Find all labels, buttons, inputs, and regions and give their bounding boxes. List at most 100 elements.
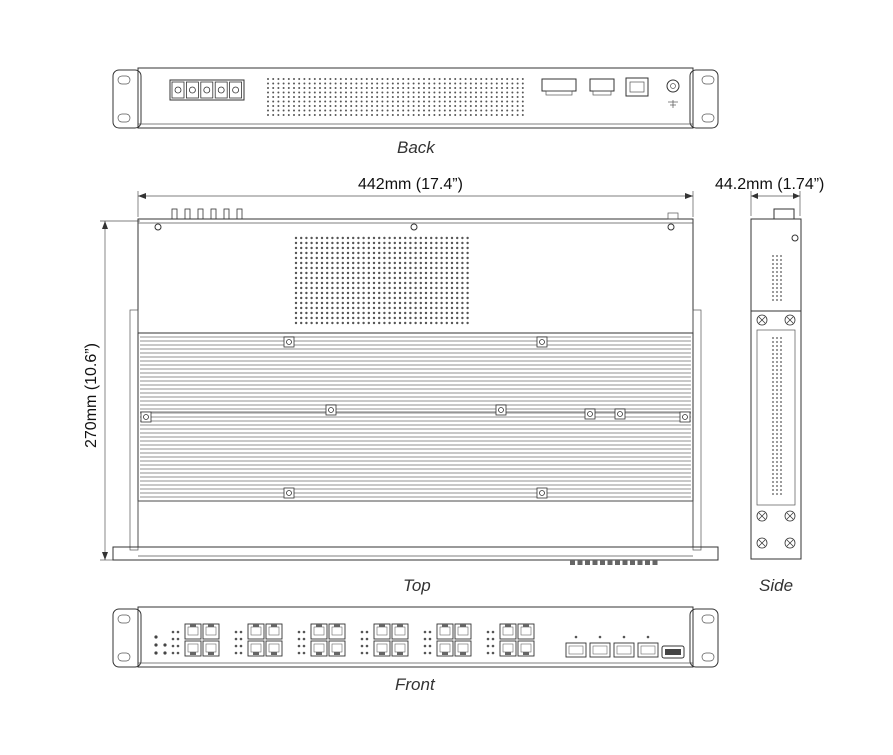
vent-hole: [445, 246, 448, 250]
vent-hole: [294, 291, 298, 295]
vent-hole: [388, 271, 391, 275]
vent-hole: [430, 256, 433, 260]
vent-hole: [352, 241, 355, 245]
vent-hole: [516, 109, 519, 112]
vent-hole: [362, 281, 365, 285]
vent-hole: [341, 301, 344, 305]
vent-hole: [445, 271, 448, 275]
vent-hole: [423, 100, 425, 103]
vent-hole: [480, 78, 483, 80]
vent-hole: [326, 246, 329, 250]
vent-hole: [365, 105, 368, 107]
vent-hole: [315, 296, 318, 300]
vent-hole: [780, 465, 782, 467]
vent-hole: [485, 105, 488, 107]
vent-hole: [267, 87, 269, 89]
vent-hole: [424, 281, 428, 285]
vent-hole: [298, 109, 301, 112]
vent-hole: [407, 87, 410, 89]
vent-hole: [776, 349, 778, 351]
vent-hole: [424, 271, 428, 275]
sfp-port: [613, 642, 635, 658]
vent-hole: [303, 105, 306, 107]
vent-hole: [466, 236, 469, 240]
heatsink-screw: [679, 411, 691, 423]
vent-hole: [516, 87, 519, 89]
vent-hole: [346, 291, 350, 295]
vent-hole: [501, 91, 503, 94]
vent-hole: [419, 301, 422, 305]
vent-hole: [315, 321, 318, 325]
vent-hole: [378, 256, 381, 260]
vent-hole: [772, 481, 774, 483]
vent-hole: [414, 306, 417, 310]
vent-hole: [336, 301, 339, 305]
vent-hole: [776, 283, 778, 285]
vent-hole: [454, 114, 457, 116]
vent-hole: [303, 82, 306, 85]
vent-hole: [456, 241, 459, 245]
vent-hole: [456, 301, 459, 305]
vent-hole: [780, 377, 782, 379]
vent-hole: [428, 82, 431, 85]
vent-hole: [423, 91, 425, 94]
terminal-pin: [210, 208, 217, 220]
vent-hole: [407, 82, 410, 85]
vent-hole: [776, 295, 778, 297]
vent-hole: [490, 96, 493, 98]
side-screw: [756, 537, 768, 549]
vent-hole: [414, 311, 417, 315]
vent-hole: [341, 246, 344, 250]
vent-hole: [402, 91, 405, 94]
port-led: [365, 651, 369, 655]
vent-hole: [466, 306, 469, 310]
vent-hole: [456, 291, 459, 295]
heatsink-screw: [325, 404, 337, 416]
vent-hole: [346, 236, 350, 240]
vent-hole: [780, 445, 782, 447]
vent-hole: [780, 357, 782, 359]
port-edge: [570, 560, 575, 565]
vent-hole: [780, 457, 782, 459]
vent-hole: [326, 296, 329, 300]
vent-hole: [308, 109, 311, 112]
vent-hole: [367, 236, 370, 240]
vent-hole: [424, 251, 428, 255]
vent-hole: [438, 78, 441, 80]
vent-hole: [501, 87, 503, 89]
port-led: [302, 637, 306, 641]
vent-hole: [383, 246, 386, 250]
vent-hole: [293, 78, 295, 80]
vent-hole: [409, 266, 412, 270]
vent-hole: [433, 100, 436, 103]
vent-hole: [383, 301, 386, 305]
vent-hole: [450, 286, 454, 290]
vent-hole: [341, 241, 344, 245]
vent-hole: [772, 357, 774, 359]
vent-hole: [362, 311, 365, 315]
vent-hole: [294, 246, 298, 250]
vent-hole: [776, 445, 778, 447]
terminal-cell: [229, 81, 243, 99]
vent-hole: [357, 296, 360, 300]
vent-hole: [516, 100, 519, 103]
vent-hole: [450, 316, 454, 320]
vent-hole: [780, 425, 782, 427]
vent-hole: [445, 311, 448, 315]
vent-hole: [440, 311, 443, 315]
vent-hole: [459, 100, 462, 103]
vent-hole: [772, 473, 774, 475]
vent-hole: [404, 296, 407, 300]
terminal-screw: [188, 86, 196, 94]
vent-hole: [461, 236, 464, 240]
vent-hole: [313, 109, 316, 112]
vent-hole: [378, 266, 381, 270]
vent-hole: [424, 296, 428, 300]
vent-hole: [780, 283, 782, 285]
vent-hole: [345, 96, 347, 98]
vent-hole: [469, 109, 472, 112]
vent-hole: [456, 306, 459, 310]
vent-hole: [780, 287, 782, 289]
vent-hole: [407, 100, 410, 103]
port-led: [423, 644, 427, 648]
